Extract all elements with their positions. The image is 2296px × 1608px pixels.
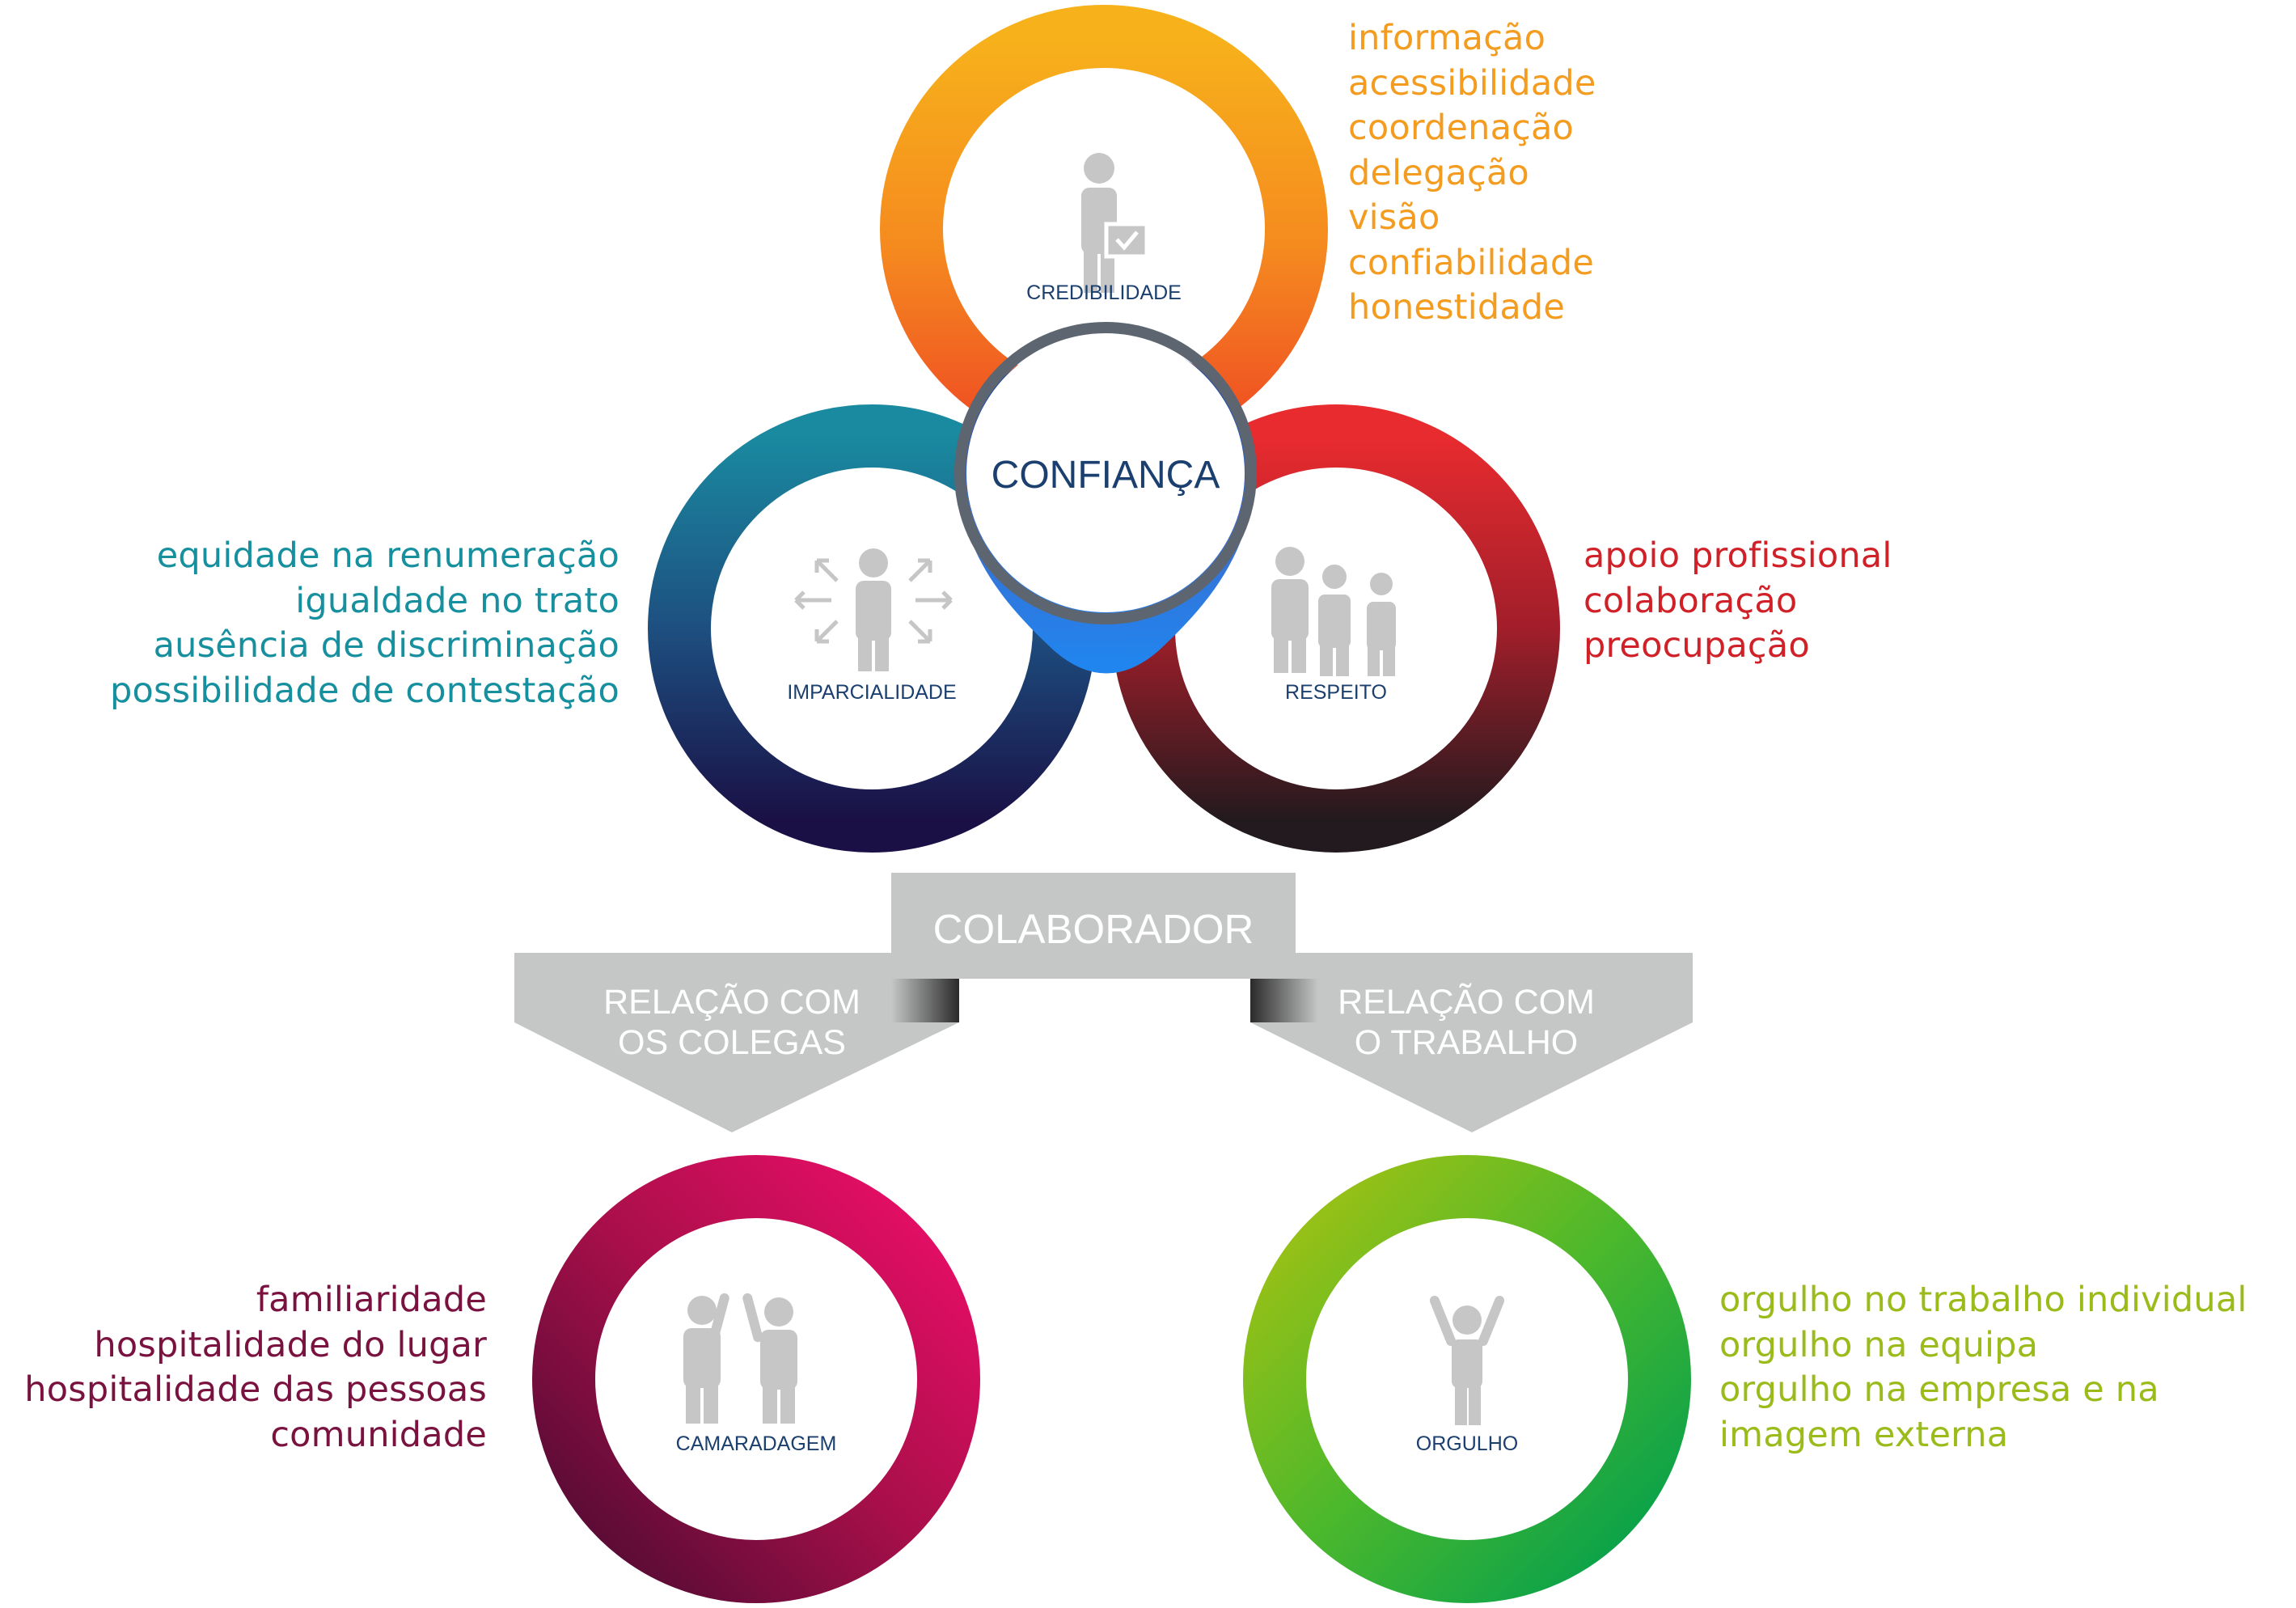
list-item: orgulho na empresa e na	[1719, 1369, 2159, 1410]
list-item: acessibilidade	[1348, 62, 1596, 104]
arrow-colegas	[514, 953, 959, 1132]
confianca-inner	[966, 334, 1245, 612]
group-people-icon	[1271, 547, 1399, 676]
relation-colegas-line2: OS COLEGAS	[618, 1023, 846, 1062]
list-item: imagem externa	[1719, 1414, 2009, 1455]
person-arrows-icon	[794, 548, 953, 671]
orgulho-list: orgulho no trabalho individual orgulho n…	[1719, 1278, 2247, 1458]
list-item: informação	[1348, 18, 1546, 58]
list-item: familiaridade	[256, 1280, 487, 1320]
camaradagem-ring	[532, 1155, 980, 1603]
list-item: igualdade no trato	[295, 580, 619, 621]
list-item: apoio profissional	[1584, 535, 1892, 576]
list-item: hospitalidade do lugar	[94, 1324, 487, 1365]
credibilidade-list: informação acessibilidade coordenação de…	[1348, 16, 1596, 331]
orgulho-ring	[1243, 1155, 1691, 1603]
list-item: coordenação	[1348, 108, 1575, 148]
relation-trabalho-line1: RELAÇÃO COM	[1338, 983, 1595, 1022]
camaradagem-label: CAMARADAGEM	[676, 1432, 837, 1455]
center-title: CONFIANÇA	[992, 454, 1220, 497]
list-item: orgulho na equipa	[1719, 1324, 2039, 1365]
list-item: possibilidade de contestação	[109, 670, 619, 711]
list-item: hospitalidade das pessoas	[24, 1369, 487, 1410]
colaborador-title: COLABORADOR	[933, 906, 1254, 952]
list-item: confiabilidade	[1348, 242, 1594, 283]
person-check-icon	[1081, 153, 1149, 293]
relation-colegas-line1: RELAÇÃO COM	[603, 983, 860, 1022]
two-people-waving-icon	[683, 1293, 797, 1424]
arrow-trabalho	[1250, 953, 1693, 1132]
colaborador-box	[891, 873, 1296, 979]
person-arms-up-icon	[1429, 1295, 1505, 1425]
imparcialidade-list: equidade na renumeração igualdade no tra…	[110, 534, 619, 713]
list-item: honestidade	[1348, 287, 1566, 328]
list-item: preocupação	[1584, 625, 1810, 666]
list-item: delegação	[1348, 152, 1529, 193]
list-item: orgulho no trabalho individual	[1719, 1280, 2247, 1320]
relation-trabalho-line2: O TRABALHO	[1355, 1023, 1578, 1062]
respeito-list: apoio profissional colaboração preocupaç…	[1584, 534, 1892, 669]
arrow-trabalho-shadow	[1250, 979, 1318, 1022]
respeito-label: RESPEITO	[1285, 681, 1387, 704]
list-item: comunidade	[270, 1414, 487, 1455]
list-item: visão	[1348, 197, 1440, 238]
orgulho-label: ORGULHO	[1416, 1432, 1518, 1455]
list-item: equidade na renumeração	[156, 535, 619, 576]
confianca-ring	[954, 322, 1257, 624]
list-item: ausência de discriminação	[153, 625, 619, 666]
camaradagem-list: familiaridade hospitalidade do lugar hos…	[24, 1278, 487, 1458]
imparcialidade-label: IMPARCIALIDADE	[787, 681, 956, 704]
list-item: colaboração	[1584, 580, 1798, 621]
credibilidade-label: CREDIBILIDADE	[1026, 281, 1182, 304]
arrow-colegas-shadow	[891, 979, 959, 1022]
